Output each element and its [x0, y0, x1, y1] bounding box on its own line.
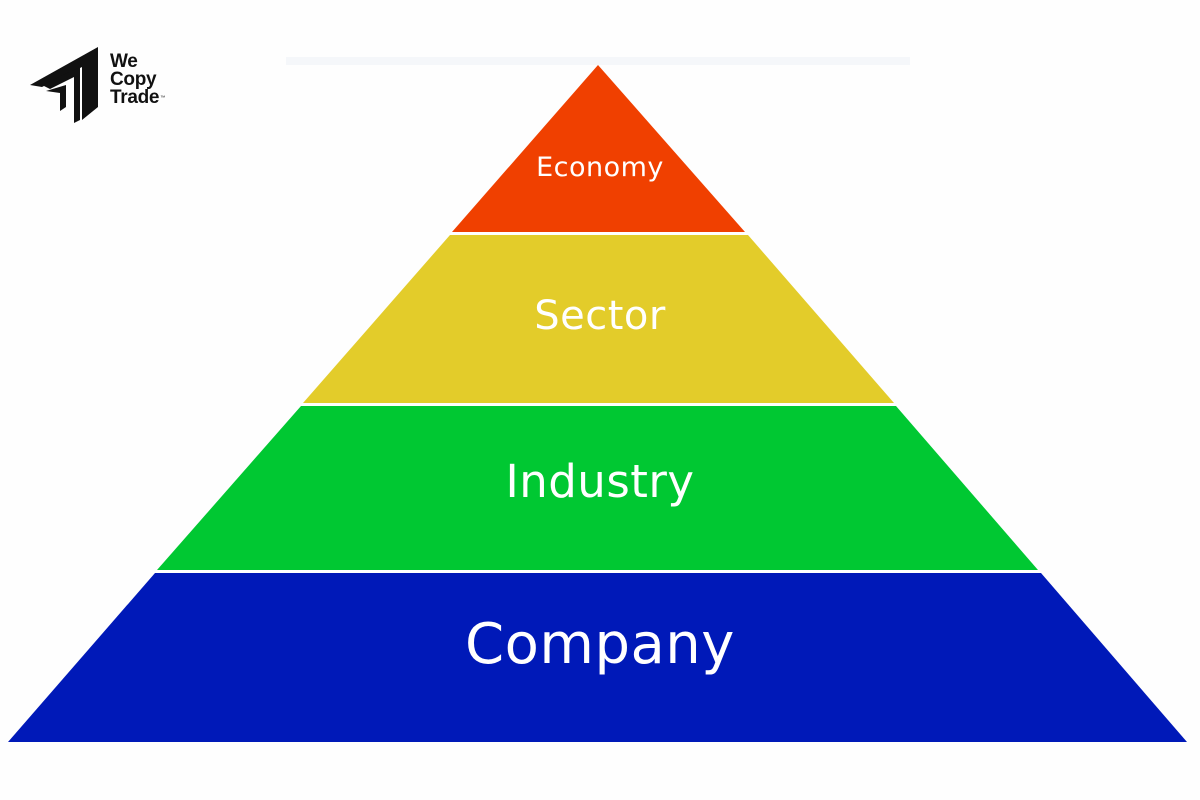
logo-wordmark: We Copy Trade™ [110, 51, 165, 108]
top-band-decoration [286, 57, 910, 65]
wecopytrade-logo: We Copy Trade™ [28, 45, 198, 125]
tier-industry-label: Industry [505, 455, 695, 508]
tier-industry-shape [157, 406, 1038, 570]
trademark-symbol: ™ [160, 95, 165, 101]
logo-line-1: We [110, 51, 138, 72]
tier-economy-label: Economy [536, 152, 664, 183]
tier-company-label: Company [465, 612, 735, 677]
logo-arrow-icon [30, 47, 98, 123]
tier-sector-label: Sector [534, 293, 666, 339]
logo-line-2: Copy [110, 69, 157, 90]
tier-sector-shape [303, 235, 894, 403]
tier-company-shape [8, 573, 1187, 742]
tier-economy-shape [452, 65, 745, 232]
logo-line-3: Trade [110, 87, 160, 108]
